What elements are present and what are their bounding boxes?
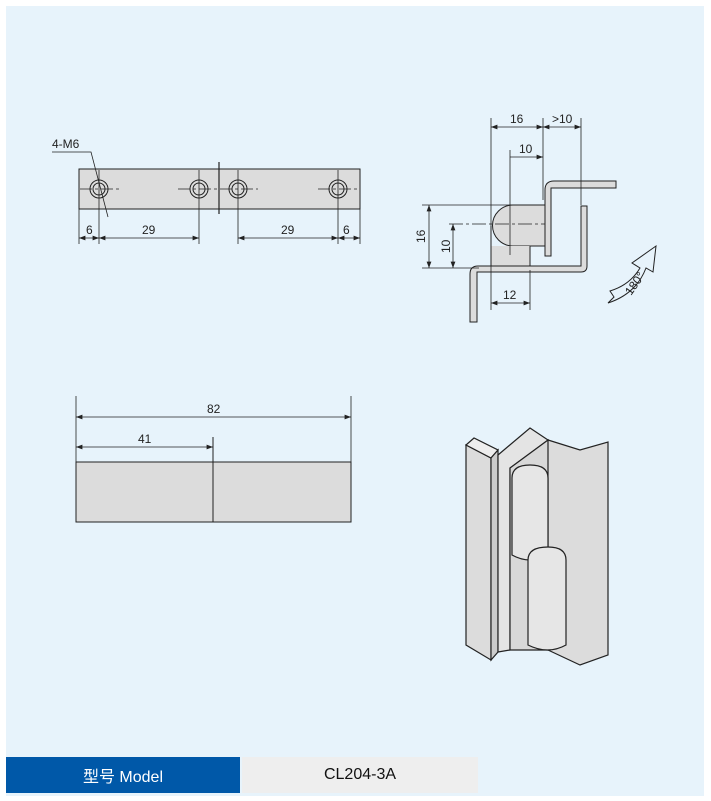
dim-hole-spacing-right: 29 <box>281 223 295 237</box>
dim-hole-spacing-left: 29 <box>142 223 156 237</box>
dim-pin-offset: 10 <box>519 142 533 156</box>
dim-edge-left: 6 <box>86 223 93 237</box>
dim-half-length: 41 <box>138 432 152 446</box>
model-label: 型号 Model <box>6 757 240 793</box>
thread-leader-line <box>52 151 109 218</box>
lower-leaf <box>469 205 588 323</box>
rotation-arrow-icon <box>607 244 657 304</box>
dim-clearance: >10 <box>552 112 573 126</box>
dim-edge-right: 6 <box>343 223 350 237</box>
thread-label: 4-M6 <box>52 137 80 151</box>
isometric-view <box>464 427 609 666</box>
knuckle <box>492 204 546 247</box>
side-view <box>422 118 657 323</box>
dim-total-length: 82 <box>207 402 221 416</box>
model-row: 型号 Model CL204-3A <box>6 757 478 793</box>
top-view <box>52 151 361 244</box>
upper-leaf <box>544 180 617 257</box>
dim-width: 16 <box>510 112 524 126</box>
dim-height: 16 <box>414 229 428 243</box>
model-value: CL204-3A <box>242 757 478 793</box>
drawing-panel <box>6 6 704 796</box>
dim-leaf-offset: 12 <box>503 288 517 302</box>
dim-pin-height: 10 <box>439 239 453 253</box>
front-view <box>75 396 352 523</box>
